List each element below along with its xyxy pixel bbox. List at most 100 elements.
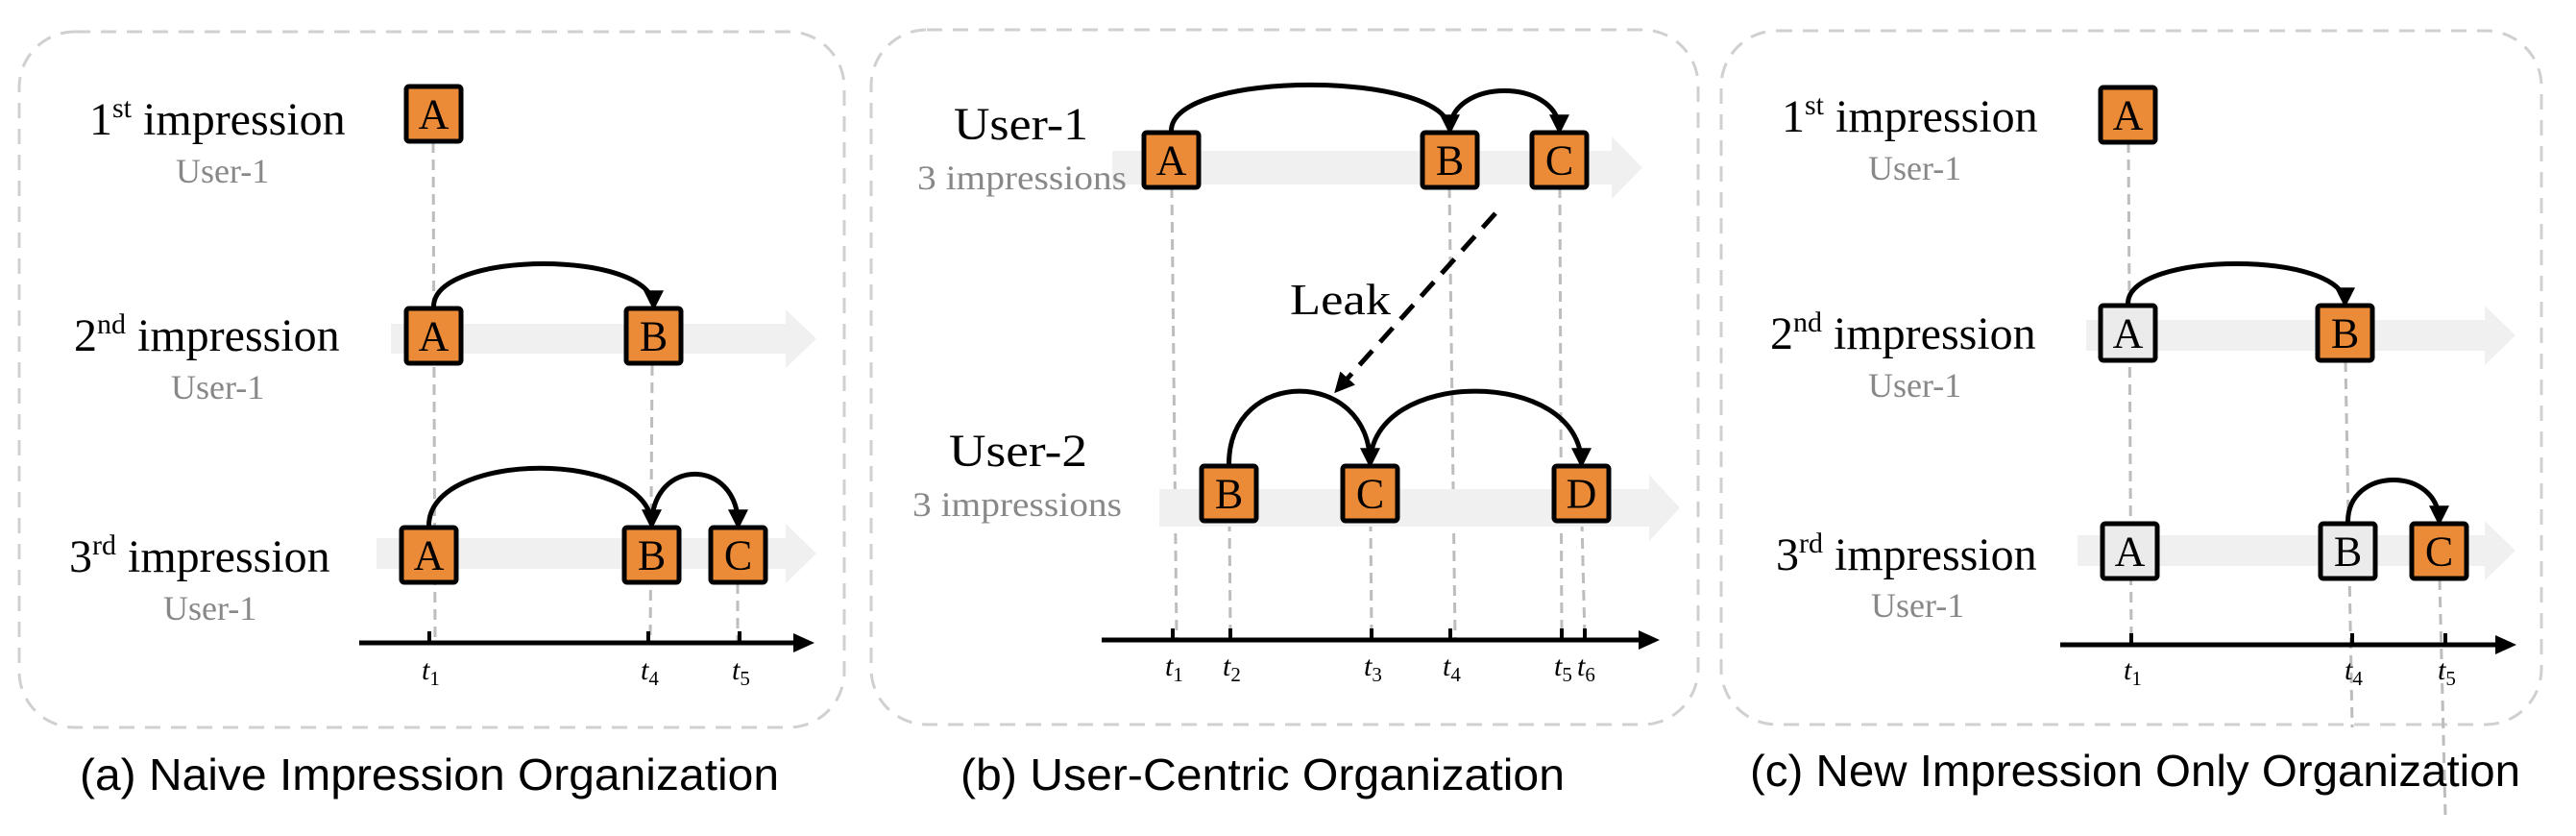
item-label: B <box>640 313 668 360</box>
tick-label-subscript: 1 <box>2131 667 2142 690</box>
timeline-band-arrow <box>1159 475 1680 541</box>
timeline-band-arrow <box>391 309 816 368</box>
transition-arc <box>1447 88 1569 135</box>
axis-tick-label: t1 <box>1165 651 1183 686</box>
tick-label-subscript: 5 <box>1562 663 1572 686</box>
item-new: B <box>621 525 682 585</box>
item-box <box>403 84 464 144</box>
item-box <box>2098 303 2158 363</box>
item-box <box>2100 521 2160 581</box>
row-subtitle: User-1 <box>1868 366 1961 405</box>
item-new: A <box>403 306 464 366</box>
row-title-ordinal: rd <box>92 529 116 561</box>
transition-arc <box>1368 388 1592 469</box>
item-new: B <box>1420 130 1480 190</box>
axis-tick-label: t1 <box>422 654 440 690</box>
leak-arrow <box>1334 211 1497 394</box>
timeline-band-arrow <box>2086 306 2515 365</box>
item-label: A <box>414 532 445 579</box>
tick-label-base: t <box>1554 651 1563 682</box>
axis-tick-label: t6 <box>1577 651 1595 686</box>
row-title-ordinal: rd <box>1799 528 1823 559</box>
tick-label-subscript: 4 <box>1450 663 1461 686</box>
item-old: A <box>2098 303 2158 363</box>
row-title: 2nd impression <box>74 308 340 361</box>
row-title-number: 1 <box>1782 91 1805 142</box>
axis-tick-label: t5 <box>1554 651 1572 686</box>
row-title-ordinal: st <box>112 92 133 124</box>
item-box <box>403 306 464 366</box>
row-title: User-2 <box>949 426 1087 477</box>
row-title-number: 3 <box>1776 529 1799 580</box>
tick-label-base: t <box>732 654 741 686</box>
tick-label-subscript: 2 <box>1230 663 1241 686</box>
transition-arc <box>1169 83 1460 135</box>
row-title: 1st impression <box>1782 89 2038 142</box>
panel-frame <box>1719 29 2543 726</box>
tick-label-base: t <box>2438 654 2446 686</box>
item-label: B <box>2334 529 2362 576</box>
row-title-ordinal: st <box>1805 89 1825 121</box>
row-title-number: 1 <box>89 94 112 145</box>
tick-label-base: t <box>1443 651 1451 682</box>
tick-label-subscript: 5 <box>2445 667 2456 690</box>
timeline-band-arrow <box>2078 521 2515 580</box>
guide-lines <box>1170 186 1587 639</box>
axis-tick-label: t1 <box>2124 654 2142 690</box>
row-title: 3rd impression <box>1776 528 2037 580</box>
item-label: B <box>638 532 666 579</box>
tick-label-subscript: 3 <box>1372 663 1382 686</box>
axis-tick-label: t4 <box>1443 651 1461 686</box>
item-new: D <box>1551 463 1612 524</box>
axis-tick-label: t5 <box>2438 654 2456 690</box>
item-label: A <box>2113 310 2144 357</box>
item-box <box>2098 85 2158 145</box>
axis-tick-label: t3 <box>1364 651 1382 686</box>
tick-label-base: t <box>2124 654 2132 686</box>
item-old: B <box>2318 521 2378 581</box>
guide-line <box>1369 520 1373 639</box>
row-title: 3rd impression <box>69 529 330 582</box>
axis-tick-label: t2 <box>1223 651 1241 686</box>
tick-label-base: t <box>1364 651 1373 682</box>
panel-frame <box>869 28 1700 726</box>
timeline-band-arrow <box>377 524 816 583</box>
transition-arc <box>2345 478 2449 527</box>
row-subtitle: User-1 <box>171 368 264 406</box>
transition-arc <box>2126 261 2355 308</box>
item-new: A <box>2098 85 2158 145</box>
tick-label-base: t <box>422 654 430 686</box>
item-label: B <box>1436 137 1464 184</box>
transition-arc <box>649 471 748 530</box>
row-title-ordinal: nd <box>97 308 126 340</box>
row-title: 2nd impression <box>1770 307 2036 359</box>
guide-line <box>1580 520 1587 639</box>
row-title-word: impression <box>116 531 330 582</box>
guide-line <box>1170 186 1179 639</box>
tick-label-base: t <box>1577 651 1586 682</box>
transition-arc <box>426 465 662 530</box>
item-label: C <box>2425 529 2453 576</box>
time-axis-arrowhead <box>1639 630 1660 650</box>
row-title-number: 2 <box>74 310 97 361</box>
guide-line <box>1558 186 1564 639</box>
tick-label-base: t <box>641 654 649 686</box>
item-label: A <box>419 91 450 138</box>
row-title-word: impression <box>1822 308 2036 359</box>
time-axis-arrowhead <box>2495 635 2516 654</box>
item-label: D <box>1567 471 1597 518</box>
item-box <box>1141 130 1202 190</box>
item-new: C <box>2409 521 2469 581</box>
leak-label: Leak <box>1290 275 1391 324</box>
